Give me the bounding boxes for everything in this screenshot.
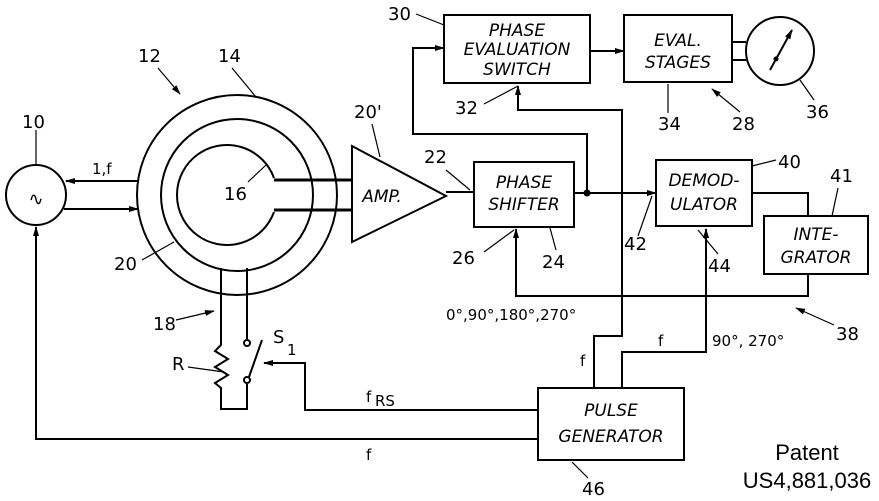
outer-ring-14 bbox=[136, 94, 338, 296]
label-f-rs: f bbox=[366, 388, 372, 406]
load-resistor bbox=[213, 340, 248, 410]
pulse-to-s1 bbox=[263, 360, 538, 411]
caption-line2: US4,881,036 bbox=[743, 468, 871, 493]
pulse-line2: GENERATOR bbox=[558, 427, 663, 447]
leader-30 bbox=[415, 13, 445, 26]
integrator-feedback bbox=[513, 228, 809, 297]
label-42: 42 bbox=[624, 234, 647, 255]
label-38: 38 bbox=[836, 324, 859, 345]
ac-source-icon: ∿ bbox=[28, 189, 43, 210]
eval-line2: STAGES bbox=[645, 53, 711, 73]
feed-to-switch bbox=[412, 45, 588, 193]
meter-needle-icon bbox=[769, 29, 793, 71]
leader-14 bbox=[231, 67, 257, 98]
label-demod-phases: 90°, 270° bbox=[712, 332, 784, 350]
pulse-to-switch bbox=[515, 85, 623, 388]
caption-line1: Patent bbox=[775, 440, 839, 465]
pulse-to-demod bbox=[621, 228, 709, 388]
label-phase-steps: 0°,90°,180°,270° bbox=[446, 306, 576, 324]
label-40: 40 bbox=[778, 152, 801, 173]
label-f-source: f bbox=[366, 446, 372, 464]
phase-shifter-line1: PHASE bbox=[496, 173, 552, 193]
leader-26 bbox=[483, 229, 515, 253]
label-46: 46 bbox=[582, 479, 605, 500]
pulse-generator-block: PULSE GENERATOR bbox=[537, 387, 685, 461]
label-28: 28 bbox=[732, 114, 755, 135]
demod-line2: ULATOR bbox=[670, 195, 738, 215]
label-26: 26 bbox=[452, 248, 475, 269]
label-R: R bbox=[172, 354, 185, 375]
leader-20prime bbox=[371, 123, 381, 158]
leader-18 bbox=[175, 310, 215, 321]
leader-36 bbox=[799, 79, 815, 101]
switch-line3: SWITCH bbox=[483, 60, 551, 80]
resonator bbox=[136, 94, 352, 340]
label-34: 34 bbox=[658, 114, 681, 135]
amplifier-label: AMP. bbox=[361, 187, 402, 207]
leader-44 bbox=[697, 229, 719, 255]
label-24: 24 bbox=[542, 252, 565, 273]
integrator-line1: INTE- bbox=[794, 225, 839, 245]
leader-24 bbox=[549, 227, 557, 251]
leader-42 bbox=[637, 195, 653, 237]
pulse-line1: PULSE bbox=[584, 401, 638, 421]
label-32: 32 bbox=[455, 98, 478, 119]
phase-shifter-line2: SHIFTER bbox=[488, 195, 559, 215]
leader-16 bbox=[247, 164, 267, 183]
label-20prime: 20' bbox=[354, 102, 382, 123]
middle-ring-20 bbox=[160, 118, 314, 272]
leader-41 bbox=[831, 187, 839, 217]
eval-stages-block: EVAL. STAGES bbox=[623, 14, 733, 83]
label-44: 44 bbox=[708, 256, 731, 277]
label-source-output: 1,f bbox=[92, 160, 112, 178]
label-18: 18 bbox=[153, 314, 176, 335]
demod-line1: DEMOD- bbox=[668, 171, 739, 191]
switch-s1[interactable] bbox=[243, 339, 263, 384]
ac-source: ∿ 10 bbox=[5, 112, 67, 226]
label-f-demod: f bbox=[658, 332, 664, 350]
label-22: 22 bbox=[424, 147, 447, 168]
leader-32 bbox=[483, 85, 519, 105]
label-S-sub: 1 bbox=[287, 341, 297, 359]
amplifier: AMP. bbox=[351, 144, 449, 244]
label-20: 20 bbox=[114, 254, 137, 275]
label-14: 14 bbox=[218, 46, 241, 67]
pulse-to-source bbox=[33, 226, 538, 440]
label-12: 12 bbox=[138, 46, 161, 67]
leader-R bbox=[187, 366, 225, 373]
leader-22 bbox=[445, 169, 471, 191]
phase-evaluation-switch-block: PHASE EVALUATION SWITCH bbox=[443, 14, 591, 84]
integrator-block: INTE- GRATOR bbox=[763, 215, 869, 275]
leader-20 bbox=[141, 241, 175, 261]
label-f-rs-sub: RS bbox=[375, 392, 395, 410]
label-16: 16 bbox=[224, 184, 247, 205]
switch-line2: EVALUATION bbox=[464, 40, 571, 60]
phase-shifter-block: PHASE SHIFTER bbox=[473, 161, 575, 228]
demodulator-block: DEMOD- ULATOR bbox=[655, 159, 753, 227]
demod-to-integrator bbox=[752, 192, 809, 216]
label-30: 30 bbox=[388, 4, 411, 25]
integrator-line2: GRATOR bbox=[781, 248, 852, 268]
leader-12 bbox=[157, 67, 181, 95]
label-S: S bbox=[273, 327, 284, 348]
inner-disk-16 bbox=[175, 144, 275, 246]
label-41: 41 bbox=[830, 166, 853, 187]
leader-40 bbox=[751, 159, 777, 167]
meter bbox=[745, 16, 815, 86]
eval-line1: EVAL. bbox=[654, 31, 702, 51]
label-10: 10 bbox=[22, 112, 45, 133]
leader-38 bbox=[795, 307, 835, 326]
label-f-switch: f bbox=[580, 352, 586, 370]
leader-46 bbox=[571, 461, 589, 479]
leader-28 bbox=[711, 88, 741, 113]
switch-line1: PHASE bbox=[489, 21, 545, 41]
label-36: 36 bbox=[806, 102, 829, 123]
